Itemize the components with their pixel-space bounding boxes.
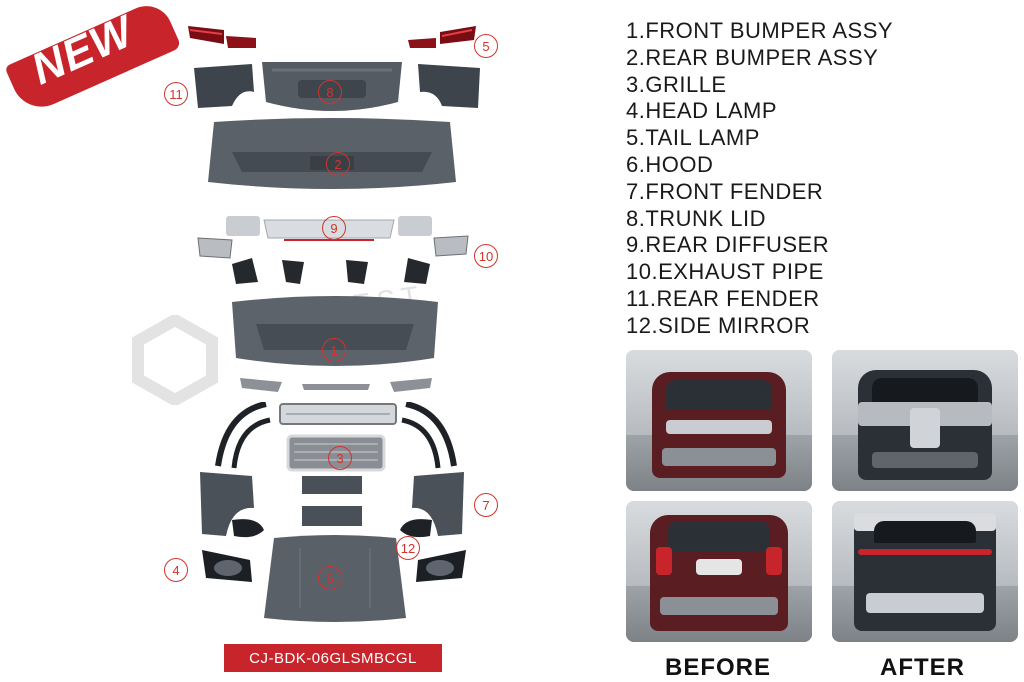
side-mirror-right bbox=[400, 519, 432, 538]
tail-lamp-right bbox=[408, 26, 476, 48]
callout-3: 3 bbox=[328, 446, 352, 470]
callout-12: 12 bbox=[396, 536, 420, 560]
head-lamp-left bbox=[202, 550, 252, 582]
rear-fender-right bbox=[418, 64, 480, 108]
front-fender-left bbox=[200, 472, 254, 536]
photo-before-rear bbox=[626, 501, 812, 642]
parts-list-item: 5.TAIL LAMP bbox=[626, 125, 760, 151]
side-mirror-left bbox=[232, 519, 264, 538]
grille-surround bbox=[279, 403, 397, 425]
callout-10: 10 bbox=[474, 244, 498, 268]
caption-after: AFTER bbox=[880, 654, 965, 681]
exhaust-pipe-right bbox=[433, 235, 469, 257]
fender-trim-left bbox=[215, 402, 271, 469]
tail-lamp-left bbox=[188, 26, 256, 48]
new-badge: NEW bbox=[4, 0, 182, 117]
callout-7: 7 bbox=[474, 493, 498, 517]
parts-exploded-view: NEW CHEST bbox=[4, 0, 498, 672]
parts-list-item: 1.FRONT BUMPER ASSY bbox=[626, 18, 894, 43]
parts-list-item: 6.HOOD bbox=[626, 151, 714, 177]
product-code-label: CJ-BDK-06GLSMBCGL bbox=[224, 644, 442, 672]
parts-list: 1.FRONT BUMPER ASSY 2.REAR BUMPER ASSY 3… bbox=[626, 18, 893, 340]
front-bumper bbox=[232, 296, 438, 366]
callout-2: 2 bbox=[326, 152, 350, 176]
head-lamp-right bbox=[416, 550, 466, 582]
parts-list-item: 3.GRILLE bbox=[626, 71, 727, 97]
photo-after-rear bbox=[832, 501, 1018, 642]
parts-list-item: 8.TRUNK LID bbox=[626, 205, 766, 231]
caption-before: BEFORE bbox=[665, 654, 772, 681]
watermark-logo bbox=[132, 315, 218, 405]
parts-list-item: 11.REAR FENDER bbox=[626, 285, 820, 311]
front-fender-right bbox=[412, 472, 464, 536]
callout-1: 1 bbox=[322, 338, 346, 362]
parts-list-item: 2.REAR BUMPER ASSY bbox=[626, 44, 879, 70]
parts-list-item: 7.FRONT FENDER bbox=[626, 178, 824, 204]
photo-after-front bbox=[832, 350, 1018, 491]
callout-6: 6 bbox=[318, 566, 342, 590]
license-plate-brackets bbox=[302, 476, 362, 526]
parts-list-item: 9.REAR DIFFUSER bbox=[626, 232, 830, 258]
photo-before-front bbox=[626, 350, 812, 491]
lower-grille-trims bbox=[240, 378, 432, 392]
parts-list-item: 4.HEAD LAMP bbox=[626, 98, 777, 124]
mounting-brackets bbox=[232, 258, 430, 284]
callout-8: 8 bbox=[318, 80, 342, 104]
callout-4: 4 bbox=[164, 558, 188, 582]
parts-list-item: 10.EXHAUST PIPE bbox=[626, 259, 824, 285]
callout-9: 9 bbox=[322, 216, 346, 240]
exhaust-pipe-left bbox=[197, 237, 233, 259]
parts-list-item: 12.SIDE MIRROR bbox=[626, 312, 811, 338]
callout-5: 5 bbox=[474, 34, 498, 58]
fender-trim-right bbox=[401, 402, 457, 469]
callout-11: 11 bbox=[164, 82, 188, 106]
rear-fender-left bbox=[194, 64, 254, 108]
